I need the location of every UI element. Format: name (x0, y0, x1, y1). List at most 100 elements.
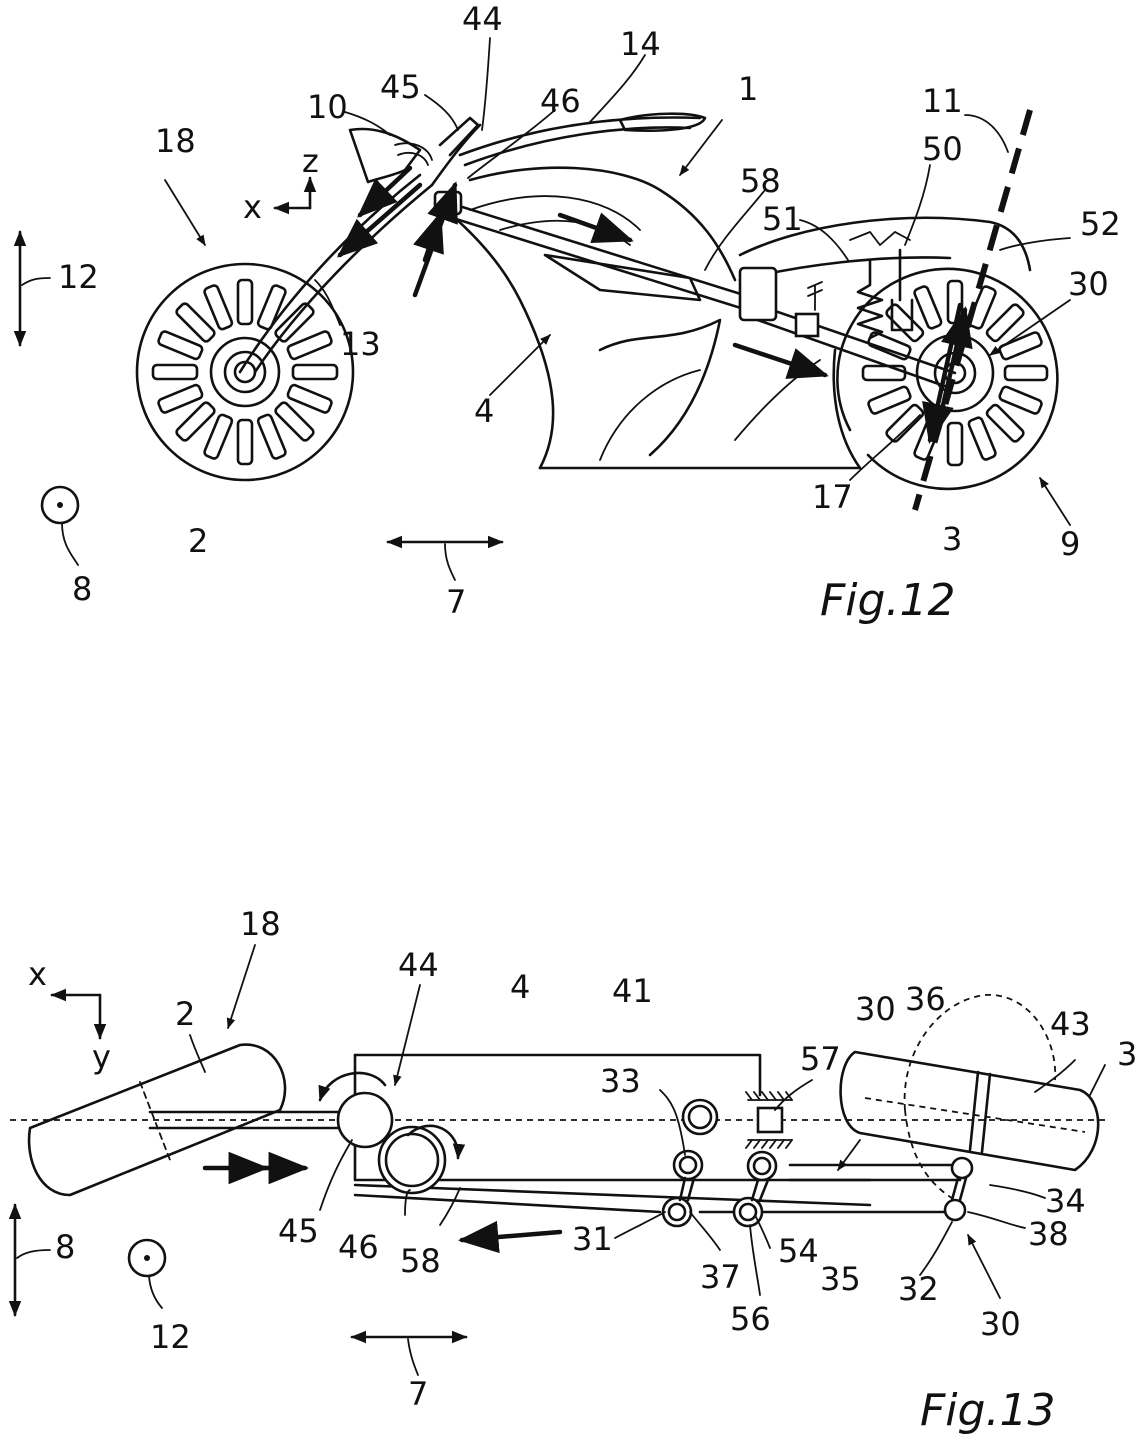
leader-lines-fig13 (189, 944, 1106, 1299)
label-52: 52 (1080, 205, 1121, 243)
front-wheel-spokes (151, 278, 339, 466)
label-8: 8 (72, 570, 92, 608)
spoke-slot (203, 284, 234, 331)
spoke-slot (256, 284, 287, 331)
rear-wheel-3 (836, 267, 1059, 491)
label-45: 45 (380, 68, 421, 106)
label-46: 46 (540, 82, 581, 120)
spoke-slot (236, 418, 254, 466)
label-2: 2 (188, 522, 208, 560)
label-44-13: 44 (398, 946, 439, 984)
label-30-top: 30 (855, 990, 896, 1028)
steering-axis-11 (912, 109, 1033, 511)
spoke-slot (946, 279, 964, 325)
label-13: 13 (340, 325, 381, 363)
spoke-slot (286, 383, 333, 414)
label-4: 4 (474, 392, 494, 430)
label-7-13: 7 (408, 1375, 428, 1413)
label-18-13: 18 (240, 905, 281, 943)
label-3: 3 (942, 520, 962, 558)
front-wheel-2 (135, 262, 355, 482)
label-44: 44 (462, 0, 503, 38)
figure-12: x z (13, 0, 1121, 626)
label-37: 37 (700, 1258, 741, 1296)
frame-4 (438, 203, 862, 470)
label-31: 31 (572, 1220, 613, 1258)
spoke-slot (998, 385, 1043, 415)
direction-symbols-fig13 (8, 1203, 468, 1376)
spoke-slot (913, 285, 943, 330)
label-38: 38 (1028, 1215, 1069, 1253)
label-11: 11 (922, 82, 963, 120)
label-54: 54 (778, 1232, 819, 1270)
front-wheel-2-top (27, 1043, 347, 1197)
label-57: 57 (800, 1040, 841, 1078)
spoke-slot (157, 383, 204, 414)
spoke-slot (236, 278, 254, 326)
label-3-13: 3 (1117, 1035, 1137, 1073)
label-4-13: 4 (510, 968, 530, 1006)
spoke-slot (998, 331, 1043, 361)
label-7: 7 (446, 583, 466, 621)
spoke-slot (256, 413, 287, 460)
spoke-slot (861, 364, 907, 382)
label-10: 10 (307, 88, 348, 126)
label-51: 51 (762, 200, 803, 238)
label-58-13: 58 (400, 1242, 441, 1280)
label-9: 9 (1060, 525, 1080, 563)
label-1: 1 (738, 70, 758, 108)
label-56: 56 (730, 1300, 771, 1338)
axis-x-label-13: x (28, 955, 47, 993)
label-8-13: 8 (55, 1228, 75, 1266)
figure-12-caption: Fig.12 (820, 575, 955, 626)
label-30-bottom: 30 (980, 1305, 1021, 1343)
label-32: 32 (898, 1270, 939, 1308)
swing-arm-58 (433, 190, 957, 390)
spoke-slot (1003, 364, 1049, 382)
force-arrows-fig12 (336, 165, 973, 444)
spoke-slot (175, 401, 216, 442)
spoke-slot (885, 303, 925, 343)
spoke-slot (985, 403, 1025, 443)
rear-wheel-3-top (839, 994, 1100, 1201)
label-45-13: 45 (278, 1212, 319, 1250)
spoke-slot (157, 330, 204, 361)
labels-fig13: 18 44 2 4 41 30 36 43 3 33 57 45 46 58 3… (55, 905, 1137, 1436)
spoke-slot (885, 403, 925, 443)
linkage-joints (661, 1098, 974, 1228)
label-35: 35 (820, 1260, 861, 1298)
coordinate-axes-fig12: x z (243, 142, 319, 226)
label-36: 36 (905, 980, 946, 1018)
fixed-bearing-57 (745, 1091, 793, 1149)
label-18: 18 (155, 122, 196, 160)
figure-13: x y (8, 905, 1137, 1436)
label-30: 30 (1068, 265, 1109, 303)
force-arrows-fig13 (202, 1151, 563, 1254)
label-12-13: 12 (150, 1318, 191, 1356)
spoke-slot (967, 416, 997, 461)
label-43: 43 (1050, 1005, 1091, 1043)
spoke-slot (151, 363, 199, 381)
spoke-slot (867, 385, 912, 415)
seat-rail-14 (458, 112, 707, 167)
spoke-slot (175, 302, 216, 343)
label-12: 12 (58, 258, 99, 296)
label-14: 14 (620, 25, 661, 63)
spoke-slot (291, 363, 339, 381)
direction-symbols-fig12 (13, 230, 504, 581)
axis-z-label: z (302, 142, 319, 180)
figure-13-caption: Fig.13 (920, 1385, 1055, 1436)
axis-y-label-13: y (92, 1038, 111, 1076)
leader-lines-fig12 (164, 37, 1071, 526)
label-2-13: 2 (175, 995, 195, 1033)
spoke-slot (286, 330, 333, 361)
label-58: 58 (740, 162, 781, 200)
spoke-slot (203, 413, 234, 460)
spoke-slot (274, 401, 315, 442)
coordinate-axes-fig13: x y (28, 955, 111, 1076)
labels-fig12: 44 14 1 45 46 10 11 18 50 58 51 52 12 30… (58, 0, 1121, 626)
label-46-13: 46 (338, 1228, 379, 1266)
axis-x-label: x (243, 188, 262, 226)
